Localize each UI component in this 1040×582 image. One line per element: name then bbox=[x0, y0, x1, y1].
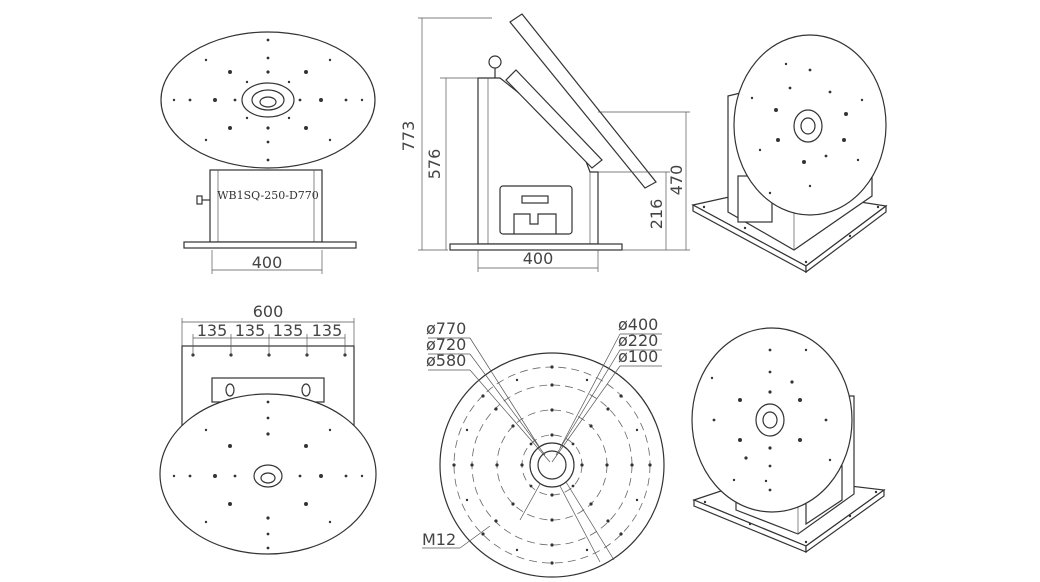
plate-dia-770: ø770 bbox=[426, 319, 466, 338]
top-spacing-1: 135 bbox=[197, 321, 228, 340]
front-turntable bbox=[160, 31, 376, 169]
side-width-dim: 400 bbox=[523, 249, 554, 268]
front-plug-icon bbox=[196, 195, 203, 205]
lifting-eye-icon bbox=[488, 55, 502, 69]
plate-dia-580: ø580 bbox=[426, 351, 466, 370]
top-spacing-4: 135 bbox=[312, 321, 343, 340]
side-height-total: 773 bbox=[399, 121, 418, 152]
top-width-total: 600 bbox=[253, 302, 284, 321]
top-spacing-2: 135 bbox=[235, 321, 266, 340]
iso-top-turntable bbox=[733, 34, 887, 216]
side-height-216: 216 bbox=[647, 199, 666, 230]
top-turntable bbox=[159, 393, 377, 555]
front-hub bbox=[241, 82, 295, 118]
plate-hub-inner bbox=[537, 450, 567, 480]
side-height-470: 470 bbox=[667, 165, 686, 196]
side-connector-panel bbox=[499, 185, 573, 235]
side-base-plate bbox=[449, 243, 623, 251]
model-label: WB1SQ-250-D770 bbox=[217, 189, 319, 202]
plate-thread-m12: M12 bbox=[422, 530, 456, 549]
plate-dia-400: ø400 bbox=[618, 315, 658, 334]
plate-hub-outer bbox=[529, 442, 575, 488]
side-view: 773 576 470 216 400 bbox=[399, 13, 690, 272]
top-spacing-3: 135 bbox=[273, 321, 304, 340]
plate-dia-100: ø100 bbox=[618, 347, 658, 366]
iso-view-top bbox=[691, 34, 888, 274]
side-turntable bbox=[509, 13, 657, 189]
top-view: 600 135 135 135 135 bbox=[159, 302, 377, 555]
front-width-dim: 400 bbox=[252, 253, 283, 272]
side-height-mid: 576 bbox=[425, 149, 444, 180]
front-base-plate bbox=[183, 241, 357, 249]
front-view: WB1SQ-250-D770 400 bbox=[160, 31, 376, 274]
iso-bottom-turntable bbox=[691, 327, 853, 513]
plate-view: ø770 ø720 ø580 ø400 ø220 ø100 M12 bbox=[422, 315, 665, 578]
iso-view-bottom bbox=[691, 327, 886, 554]
front-column bbox=[209, 169, 323, 243]
plate-dia-720: ø720 bbox=[426, 335, 466, 354]
plate-dia-220: ø220 bbox=[618, 331, 658, 350]
